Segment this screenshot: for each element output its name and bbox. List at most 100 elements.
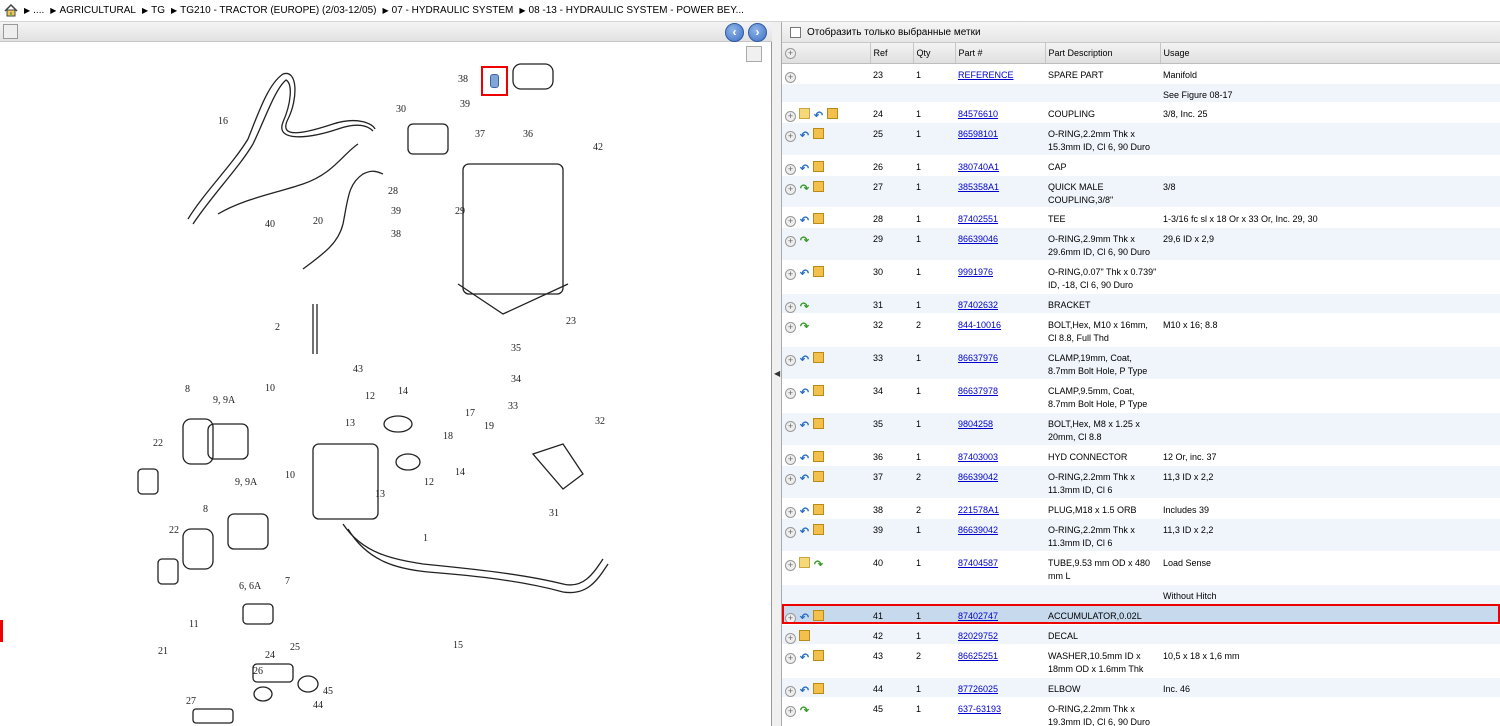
- callout-number[interactable]: 9, 9A: [235, 477, 258, 488]
- callout-number[interactable]: 34: [511, 374, 521, 385]
- part-number-link[interactable]: 87403003: [958, 452, 999, 463]
- part-number-link[interactable]: 87402551: [958, 214, 999, 225]
- return-arrow-icon[interactable]: ↶: [799, 611, 810, 624]
- parts-box-icon[interactable]: [813, 352, 824, 364]
- select-all-header[interactable]: +: [782, 43, 871, 64]
- cell-part[interactable]: 86639042: [955, 465, 1045, 500]
- cell-part[interactable]: 87402551: [955, 207, 1045, 229]
- add-to-cart-icon[interactable]: +: [785, 685, 796, 697]
- col-ref[interactable]: Ref: [870, 43, 914, 64]
- next-page-button[interactable]: ›: [748, 23, 767, 42]
- notes-icon[interactable]: [799, 108, 810, 120]
- add-to-cart-icon[interactable]: +: [785, 184, 796, 196]
- part-number-link[interactable]: 86637978: [958, 386, 999, 397]
- breadcrumb-item[interactable]: ▶TG210 - TRACTOR (EUROPE) (2/03-12/05): [171, 5, 377, 16]
- add-to-cart-icon[interactable]: +: [785, 454, 796, 466]
- add-to-cart-icon[interactable]: +: [785, 652, 796, 664]
- return-arrow-icon[interactable]: ↶: [799, 684, 810, 697]
- col-description[interactable]: Part Description: [1045, 43, 1161, 64]
- callout-number[interactable]: 30: [396, 104, 406, 115]
- breadcrumb-label[interactable]: ....: [33, 5, 45, 16]
- part-number-link[interactable]: 87402632: [958, 300, 999, 311]
- forward-arrow-icon[interactable]: ↷: [799, 321, 810, 334]
- callout-number[interactable]: 7: [285, 576, 290, 587]
- parts-box-icon[interactable]: [813, 385, 824, 397]
- parts-box-icon[interactable]: [799, 629, 810, 641]
- callout-number[interactable]: 13: [375, 489, 385, 500]
- return-arrow-icon[interactable]: ↶: [813, 110, 824, 123]
- add-to-cart-icon[interactable]: +: [785, 269, 796, 281]
- callout-number[interactable]: 23: [566, 316, 576, 327]
- parts-box-icon[interactable]: [813, 682, 824, 694]
- add-to-cart-icon[interactable]: +: [785, 302, 796, 314]
- cell-part[interactable]: [955, 83, 1045, 104]
- forward-arrow-icon[interactable]: ↷: [799, 704, 810, 717]
- callout-number[interactable]: 27: [186, 696, 196, 707]
- add-to-cart-icon[interactable]: +: [785, 236, 796, 248]
- breadcrumb-label[interactable]: 07 - HYDRAULIC SYSTEM: [391, 5, 514, 16]
- callout-number[interactable]: 20: [313, 216, 323, 227]
- callout-number[interactable]: 32: [595, 416, 605, 427]
- callout-number[interactable]: 25: [290, 642, 300, 653]
- breadcrumb-item[interactable]: ▶07 - HYDRAULIC SYSTEM: [383, 5, 514, 16]
- part-number-link[interactable]: 9804258: [958, 419, 994, 430]
- return-arrow-icon[interactable]: ↶: [799, 215, 810, 228]
- forward-arrow-icon[interactable]: ↷: [813, 559, 824, 572]
- breadcrumb-label[interactable]: AGRICULTURAL: [59, 5, 136, 16]
- parts-box-icon[interactable]: [813, 609, 824, 621]
- add-to-cart-icon[interactable]: +: [785, 507, 796, 519]
- cell-part[interactable]: 86625251: [955, 644, 1045, 678]
- part-number-link[interactable]: 844-10016: [958, 320, 1002, 331]
- cell-part[interactable]: 87402632: [955, 293, 1045, 315]
- callout-number[interactable]: 11: [189, 619, 199, 630]
- return-arrow-icon[interactable]: ↶: [799, 473, 810, 486]
- add-to-cart-icon[interactable]: +: [785, 388, 796, 400]
- add-to-cart-icon[interactable]: +: [785, 421, 796, 433]
- prev-page-button[interactable]: ‹: [725, 23, 744, 42]
- part-number-link[interactable]: 86639046: [958, 234, 999, 245]
- part-number-link[interactable]: 86598101: [958, 129, 999, 140]
- callout-number[interactable]: 39: [460, 99, 470, 110]
- callout-number[interactable]: 12: [365, 391, 375, 402]
- breadcrumb-label[interactable]: 08 -13 - HYDRAULIC SYSTEM - POWER BEY...: [528, 5, 744, 16]
- callout-number[interactable]: 10: [285, 470, 295, 481]
- parts-box-icon[interactable]: [813, 649, 824, 661]
- cell-part[interactable]: 844-10016: [955, 313, 1045, 348]
- return-arrow-icon[interactable]: ↶: [799, 268, 810, 281]
- callout-number[interactable]: 12: [424, 477, 434, 488]
- callout-number[interactable]: 14: [398, 386, 408, 397]
- cell-part[interactable]: 86637976: [955, 346, 1045, 381]
- add-to-cart-icon[interactable]: +: [785, 164, 796, 176]
- callout-number[interactable]: 43: [353, 364, 363, 375]
- part-number-link[interactable]: 82029752: [958, 630, 999, 641]
- callout-number[interactable]: 38: [458, 74, 468, 85]
- cell-part[interactable]: 637-63193: [955, 697, 1045, 726]
- callout-number[interactable]: 9, 9A: [213, 395, 236, 406]
- callout-number[interactable]: 8: [203, 504, 208, 515]
- return-arrow-icon[interactable]: ↶: [799, 453, 810, 466]
- add-to-cart-icon[interactable]: +: [785, 131, 796, 143]
- callout-number[interactable]: 31: [549, 508, 559, 519]
- parts-box-icon[interactable]: [813, 451, 824, 463]
- cell-part[interactable]: 87404587: [955, 551, 1045, 586]
- callout-number[interactable]: 8: [185, 384, 190, 395]
- cell-part[interactable]: 84576610: [955, 102, 1045, 124]
- cell-part[interactable]: 86639046: [955, 227, 1045, 262]
- return-arrow-icon[interactable]: ↶: [799, 387, 810, 400]
- callout-number[interactable]: 33: [508, 401, 518, 412]
- add-to-cart-icon[interactable]: +: [785, 71, 796, 83]
- home-icon[interactable]: [4, 4, 18, 17]
- part-number-link[interactable]: 86639042: [958, 472, 999, 483]
- cell-part[interactable]: [955, 584, 1045, 605]
- callout-number[interactable]: 44: [313, 700, 323, 711]
